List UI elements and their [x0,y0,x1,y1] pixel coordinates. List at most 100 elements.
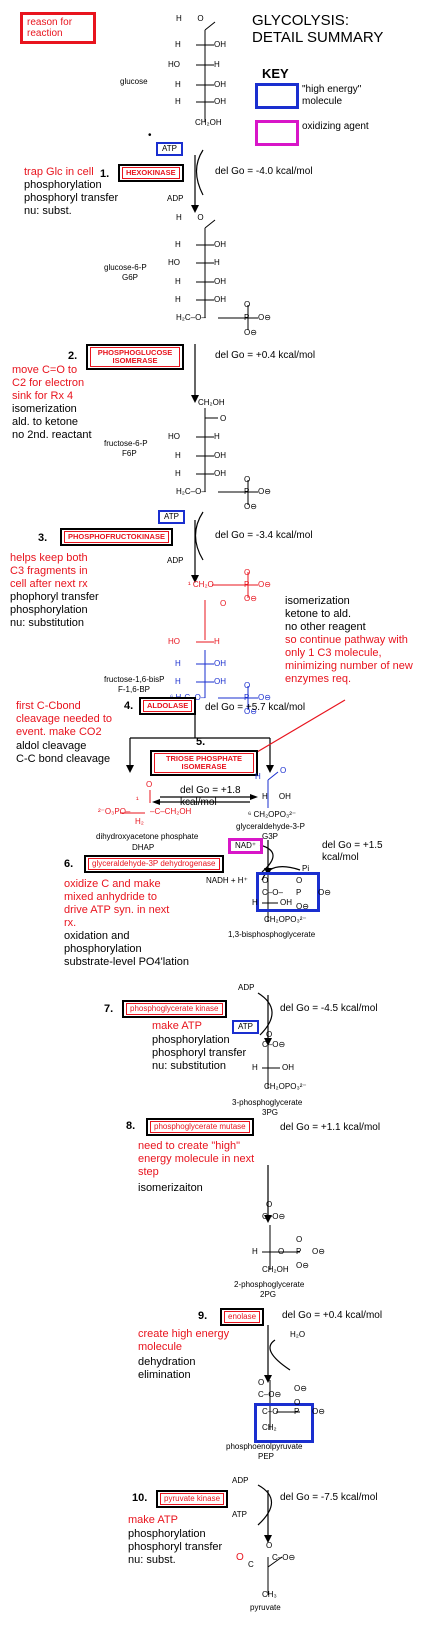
step7-adp: ADP [238,983,255,992]
key-oxidizing-swatch [255,120,299,146]
step1-adp: ADP [167,194,184,203]
step9-enzyme-box: enolase [220,1308,265,1326]
step3-adp: ADP [167,556,184,565]
step1-number: 1. [100,168,110,180]
h2o-curve-9 [269,1339,291,1371]
step7-note-2: nu: substitution [152,1060,226,1072]
step5-reason: so continue pathway with only 1 C3 molec… [285,634,413,685]
step3-atp-box: ATP [158,510,185,524]
step6-pi: Pi [302,864,310,873]
step2-note-2: no 2nd. reactant [12,429,92,441]
step9-reason: create high energy molecule [138,1328,230,1353]
page-title-line1: GLYCOLYSIS: [252,12,349,29]
step8-enzyme: phosphoglycerate mutase [150,1121,250,1133]
pep-abbr: PEP [258,1452,275,1461]
step2-dg: del Go = +0.4 kcal/mol [215,350,316,361]
step1-atp-box: ATP [156,142,183,156]
step7-reason: make ATP [152,1020,202,1032]
step3-number: 3. [38,532,48,544]
step5-enzyme-box: TRIOSE PHOSPHATE ISOMERASE [150,750,258,776]
step1-note-2: nu: subst. [24,205,72,217]
step1-reason: trap Glc in cell [24,166,94,178]
step3-note-2: nu: substitution [10,617,84,629]
step3-note-0: phophoryl transfer [10,591,99,603]
step9-h2o: H₂O [290,1330,306,1339]
atp-adp-curve-3 [194,511,204,561]
step1-note-1: phosphoryl transfer [24,192,119,204]
step7-note-1: phosphoryl transfer [152,1047,247,1059]
page-title: GLYCOLYSIS: DETAIL SUMMARY [252,12,383,46]
step3-enzyme-box: PHOSPHOFRUCTOKINASE [60,528,173,546]
step7-enzyme-box: phosphoglycerate kinase [122,1000,227,1018]
g3p-abbr: G3P [262,832,279,841]
step10-dg: del Go = -7.5 kcal/mol [280,1492,378,1503]
step3-reason: helps keep both C3 fragments in cell aft… [10,552,88,590]
f6p-abbr: F6P [122,449,137,458]
step5-dg: del Go = +1.8 kcal/mol [180,785,241,808]
dhap-label: dihydroxyacetone phosphate [96,832,199,841]
pep-label: phosphoenolpyruvate [226,1442,303,1451]
dhap-abbr: DHAP [132,843,155,852]
step10-note-2: nu: subst. [128,1554,176,1566]
step3-enzyme: PHOSPHOFRUCTOKINASE [64,531,169,543]
g6p-abbr: G6P [122,273,139,282]
step4-note-1: C-C bond cleavage [16,753,111,765]
step10-adp: ADP [232,1476,249,1485]
step4-number: 4. [124,700,134,712]
step8-number: 8. [126,1120,136,1132]
step10-reason: make ATP [128,1514,178,1526]
step8-dg: del Go = +1.1 kcal/mol [280,1122,381,1133]
atp-adp-curve-1 [195,149,204,196]
step2-note-0: isomerization [12,403,77,415]
step8-note-0: isomerizaiton [138,1182,203,1194]
key-high-energy-label: "high energy" molecule [302,84,362,107]
step3-note-1: phosphorylation [10,604,88,616]
f16bp-abbr: F-1,6-BP [118,685,151,694]
step7-dg: del Go = -4.5 kcal/mol [280,1003,378,1014]
glucose-aldehyde: H O [176,14,204,23]
step6-note-2: substrate-level PO4'lation [64,956,189,968]
step6-enzyme: glyceraldehyde-3P dehydrogenase [88,858,220,870]
step2-reason: move C=O to C2 for electron sink for Rx … [12,364,85,402]
step10-note-0: phosphorylation [128,1528,206,1540]
step5-enzyme: TRIOSE PHOSPHATE ISOMERASE [154,753,254,773]
step8-reason: need to create "high" energy molecule in… [138,1140,255,1178]
step5-number: 5. [196,736,206,748]
step7-note-0: phosphorylation [152,1034,230,1046]
step6-number: 6. [64,858,74,870]
f16bp-label: fructose-1,6-bisP [104,675,165,684]
step4-note-0: aldol cleavage [16,740,87,752]
reason-legend-box: reason for reaction [20,12,96,44]
step10-atp: ATP [232,1510,247,1519]
step9-note-0: dehydration [138,1356,196,1368]
key-oxidizing-label: oxidizing agent [302,121,369,132]
step9-dg: del Go = +0.4 kcal/mol [282,1310,383,1321]
step4-enzyme-box: ALDOLASE [139,697,197,715]
step8-enzyme-box: phosphoglycerate mutase [146,1118,254,1136]
step6-nad-box: NAD⁺ [228,838,264,854]
pg2-abbr: 2PG [260,1290,277,1299]
step2-enzyme: PHOSPHOGLUCOSE ISOMERASE [90,347,180,367]
step7-atp-box: ATP [232,1020,259,1034]
step7-number: 7. [104,1003,114,1015]
step10-number: 10. [132,1492,148,1504]
step9-enzyme: enolase [224,1311,261,1323]
step4-dg: del Go = +5.7 kcal/mol [205,702,306,713]
step6-reason: oxidize C and make mixed anhydride to dr… [64,878,170,929]
step10-enzyme-box: pyruvate kinase [156,1490,229,1508]
step10-note-1: phosphoryl transfer [128,1541,223,1553]
step4-enzyme: ALDOLASE [143,700,193,712]
step4-reason: first C-Cbond cleavage needed to event. … [16,700,113,738]
f6p-label: fructose-6-P [104,439,148,448]
g6p-label: glucose-6-P [104,263,147,272]
adp-atp-curve-7 [257,992,273,1036]
key-title: KEY [262,66,289,81]
pg3-label: 3-phosphoglycerate [232,1098,303,1107]
step7-enzyme: phosphoglycerate kinase [126,1003,223,1015]
bpg-label: 1,3-bisphosphoglycerate [228,930,316,939]
reason-legend-label: reason for reaction [27,17,73,39]
pi-curve-6 [261,866,301,881]
step2-enzyme-box: PHOSPHOGLUCOSE ISOMERASE [86,344,184,370]
step3-dg: del Go = -3.4 kcal/mol [215,530,313,541]
